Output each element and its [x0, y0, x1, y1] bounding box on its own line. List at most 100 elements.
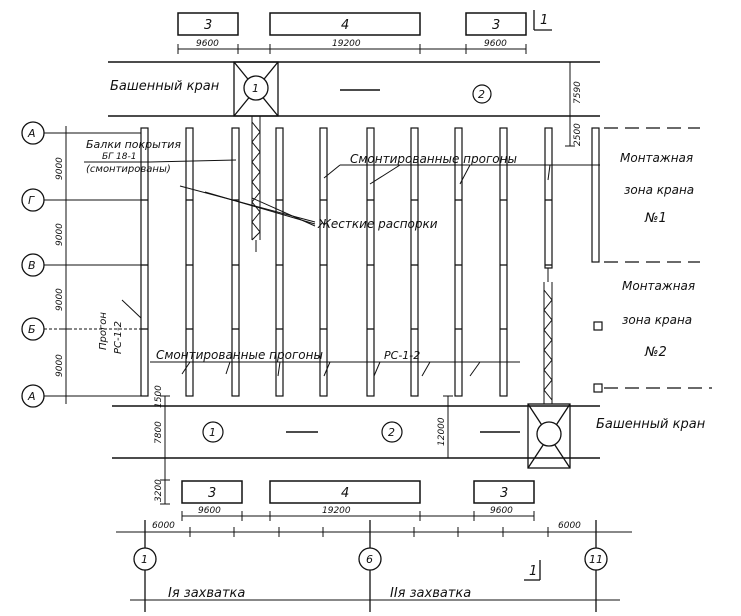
purlin-ticks [141, 199, 552, 330]
section-mark-top-label: 1 [540, 13, 548, 28]
tower-crane-top-boom [251, 116, 261, 252]
tower-crane-label-top: Башенный кран [110, 79, 220, 94]
tower-crane-bottom-boom [543, 268, 553, 404]
track-bottom-number-1-circle [202, 421, 224, 443]
row-axis-v [21, 253, 145, 277]
beam-5 [319, 127, 328, 397]
row-axis-label-4: Б [28, 323, 36, 336]
leader-lines [84, 159, 600, 377]
top-crane-track [108, 61, 600, 117]
top-right-dims [565, 61, 575, 147]
zone-dashed-lines [604, 127, 712, 389]
bottom-block-2 [269, 480, 421, 504]
column-axis-6: 6 [366, 553, 373, 566]
purlins-bottom-label: Смонтированные прогоны [156, 348, 323, 362]
top-track-dim: 7590 [573, 81, 583, 104]
bottom-dimension-line [181, 511, 535, 521]
track-top-number-circle [472, 84, 492, 104]
beam-3 [231, 127, 240, 397]
top-dimension-line [177, 44, 527, 54]
zone1-line2: зона крана [624, 183, 694, 197]
bottom-track-dim: 7800 [154, 421, 164, 444]
tower-crane-label-bottom: Башенный кран [596, 417, 706, 432]
beams-note: (смонтированы) [86, 164, 171, 175]
bottom-block-1 [181, 480, 243, 504]
top-block-3-dim: 9600 [484, 39, 507, 49]
track-bottom-number-2: 2 [388, 426, 395, 439]
edge-dim-right: 6000 [558, 521, 581, 531]
bottom-offset-dim: 1500 [154, 385, 164, 408]
row-dim-2: 9000 [55, 223, 65, 246]
track-bottom-number-2-circle [381, 421, 403, 443]
row-dim-4: 9000 [55, 354, 65, 377]
roof-beams [140, 127, 600, 397]
beam-9 [499, 127, 508, 397]
top-block-2-number: 4 [341, 18, 349, 33]
bottom-crane-track [112, 405, 600, 459]
track-top-number: 2 [478, 88, 485, 101]
purlin-side-label: Прогон [98, 312, 109, 350]
purlin-code-label: РС-1-2 [384, 349, 420, 362]
beam-2 [185, 127, 194, 397]
tower-crane-bottom [527, 403, 571, 469]
zone1-line3: №1 [644, 211, 667, 226]
rigid-braces-label: Жесткие распорки [317, 217, 438, 231]
section-mark-bottom-label: 1 [529, 564, 537, 579]
stage-1-label: Iя захватка [168, 586, 245, 601]
section-mark-bottom [524, 560, 541, 581]
top-block-1-number: 3 [204, 18, 212, 33]
top-block-2 [269, 12, 421, 36]
row-axes [21, 121, 145, 408]
row-dim-1: 9000 [55, 157, 65, 180]
beam-7 [410, 127, 419, 397]
bottom-block-2-number: 4 [341, 486, 349, 501]
beam-8 [454, 127, 463, 397]
top-offset-dim: 2500 [573, 123, 583, 146]
row-axis-a-bottom [21, 384, 145, 408]
top-block-3 [465, 12, 527, 36]
bottom-blocks-dim: 3200 [154, 479, 164, 502]
bottom-block-1-number: 3 [208, 486, 216, 501]
bottom-block-3-number: 3 [500, 486, 508, 501]
zone2-line3: №2 [644, 345, 667, 360]
bottom-block-3-dim: 9600 [490, 506, 513, 516]
tower-crane-top [233, 61, 279, 117]
column-axis-11: 11 [589, 553, 603, 566]
row-axis-label-5: А [27, 390, 36, 403]
beam-4 [275, 127, 284, 397]
top-block-2-dim: 19200 [332, 39, 361, 49]
row-dimension-line [61, 126, 71, 404]
bottom-block-1-dim: 9600 [198, 506, 221, 516]
row-axis-b [21, 317, 145, 341]
edge-dim-left: 6000 [152, 521, 175, 531]
section-mark-top [533, 10, 552, 31]
top-block-1 [177, 12, 239, 36]
row-axis-label-1: А [27, 127, 36, 140]
beams-code: БГ 18-1 [102, 152, 136, 162]
track-bottom-number-1: 1 [209, 426, 216, 439]
row-axis-g [21, 188, 145, 212]
beams-label: Балки покрытия [86, 138, 181, 151]
zone2-markers [593, 321, 603, 393]
zone2-line2: зона крана [622, 313, 692, 327]
crane-top-number: 1 [252, 82, 259, 95]
zone2-line1: Монтажная [622, 279, 695, 293]
bottom-track-span-dim: 12000 [437, 417, 447, 446]
bottom-block-3 [473, 480, 535, 504]
column-dimension-chain [116, 526, 632, 538]
stage-2-label: IIя захватка [390, 586, 471, 601]
beam-1 [140, 127, 149, 397]
bottom-left-dims [160, 395, 453, 505]
bottom-block-2-dim: 19200 [322, 506, 351, 516]
beam-11 [591, 127, 600, 263]
bottom-storage-blocks [181, 480, 535, 504]
beam-6 [366, 127, 375, 397]
top-block-3-number: 3 [492, 18, 500, 33]
zone1-line1: Монтажная [620, 151, 693, 165]
top-storage-blocks [177, 12, 527, 36]
column-axes [133, 520, 608, 612]
purlins-top-label: Смонтированные прогоны [350, 152, 517, 166]
beam-10 [544, 127, 553, 269]
purlin-side-code: РС-1-2 [113, 321, 124, 354]
